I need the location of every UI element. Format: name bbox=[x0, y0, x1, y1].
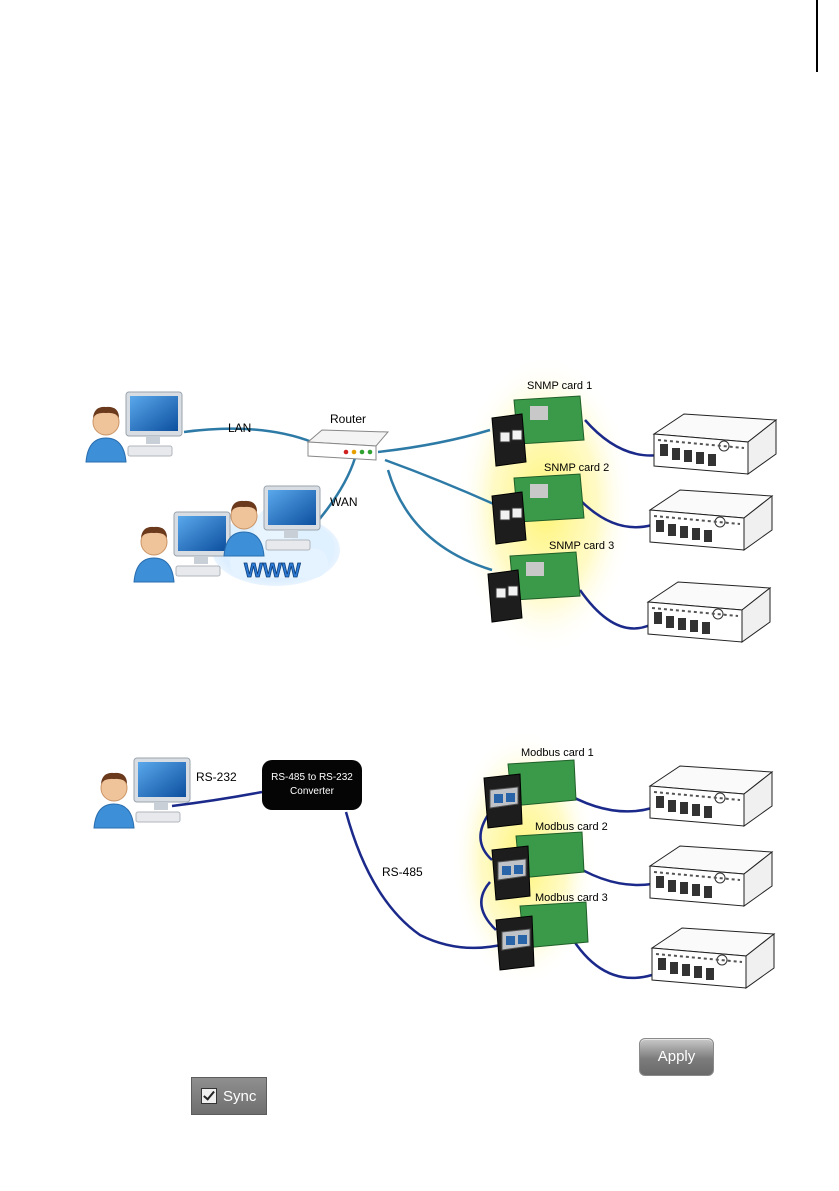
www-user2-computer-icon bbox=[224, 486, 320, 556]
snmp-card-3-label: SNMP card 3 bbox=[549, 540, 614, 552]
ups-unit-1-icon bbox=[654, 414, 776, 474]
converter-line1: RS-485 to RS-232 bbox=[271, 772, 353, 783]
lan-label: LAN bbox=[228, 421, 251, 435]
converter-line2: Converter bbox=[290, 786, 335, 797]
snmp-diagram: LAN Router WAN WWW bbox=[86, 355, 776, 655]
checkbox-checked-icon[interactable] bbox=[201, 1088, 217, 1104]
www-label: WWW bbox=[244, 560, 301, 582]
ups-unit-2-icon bbox=[650, 490, 772, 550]
router-label: Router bbox=[330, 412, 366, 426]
converter-box bbox=[262, 760, 362, 810]
lan-user-computer-icon bbox=[86, 392, 182, 462]
ups-unit-3-icon bbox=[648, 582, 770, 642]
modbus-user-computer-icon bbox=[94, 758, 190, 828]
modbus-ups-unit-2-icon bbox=[650, 846, 772, 906]
modbus-ups-unit-3-icon bbox=[652, 928, 774, 988]
wan-label: WAN bbox=[330, 495, 358, 509]
modbus-card-2-label: Modbus card 2 bbox=[535, 821, 608, 833]
modbus-diagram: RS-232 RS-485 to RS-232 Converter RS-485… bbox=[94, 730, 774, 988]
snmp-card-2-label: SNMP card 2 bbox=[544, 462, 609, 474]
modbus-ups-unit-1-icon bbox=[650, 766, 772, 826]
rs232-label: RS-232 bbox=[196, 770, 237, 784]
www-user1-computer-icon bbox=[134, 512, 230, 582]
modbus-card-3-label: Modbus card 3 bbox=[535, 892, 608, 904]
sync-checkbox-button[interactable]: Sync bbox=[191, 1077, 267, 1115]
apply-button[interactable]: Apply bbox=[639, 1038, 714, 1076]
rs485-label: RS-485 bbox=[382, 865, 423, 879]
router-icon bbox=[308, 430, 388, 460]
modbus-card-1-label: Modbus card 1 bbox=[521, 747, 594, 759]
sync-label: Sync bbox=[223, 1088, 256, 1105]
snmp-card-1-label: SNMP card 1 bbox=[527, 380, 592, 392]
